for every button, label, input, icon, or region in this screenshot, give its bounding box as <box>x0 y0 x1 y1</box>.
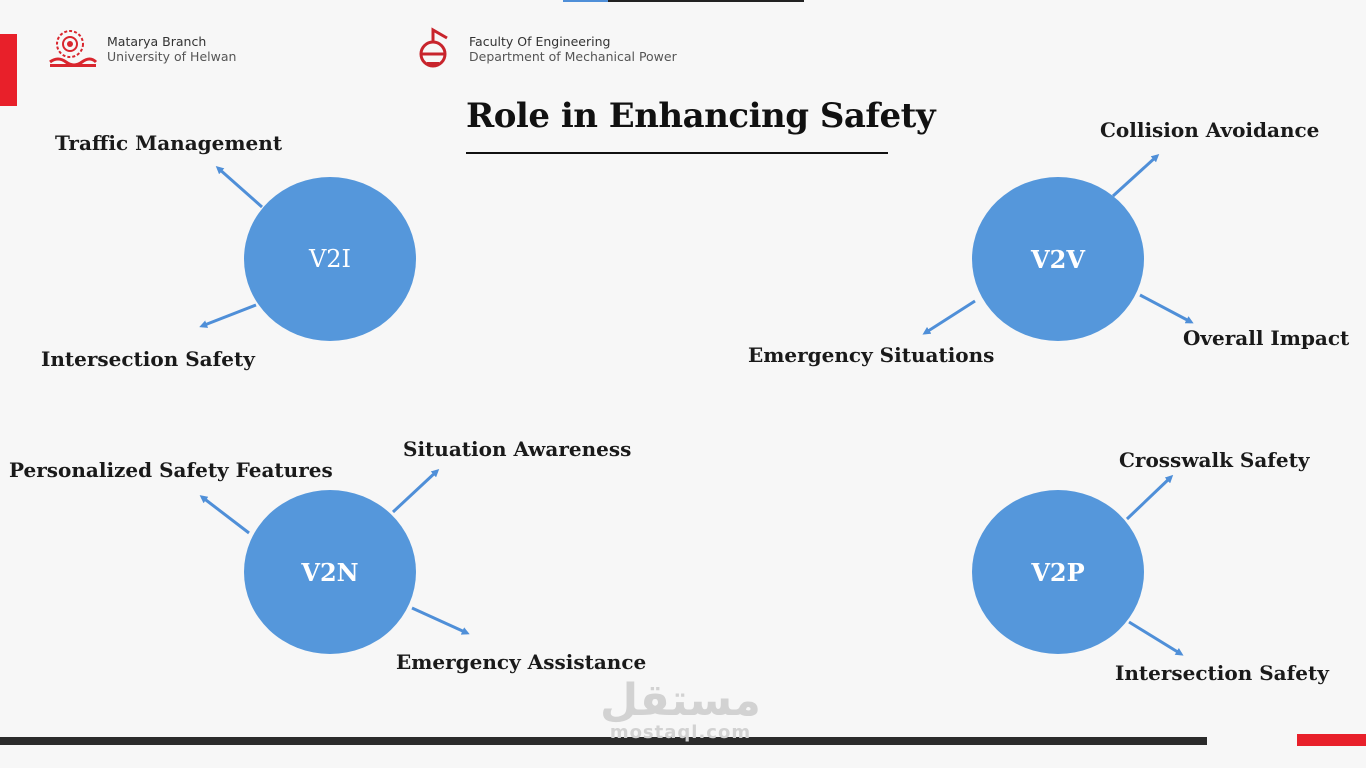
faculty-logo <box>413 26 457 74</box>
label-traffic-management: Traffic Management <box>55 131 283 155</box>
watermark-latin: mostaql.com <box>609 722 752 743</box>
arrow-v2v-overall <box>1139 293 1194 324</box>
label-personalized-safety: Personalized Safety Features <box>9 458 333 482</box>
node-v2i-label: V2I <box>308 245 352 273</box>
node-v2n-label: V2N <box>301 557 359 587</box>
page-title: Role in Enhancing Safety <box>466 96 936 136</box>
department-name: Department of Mechanical Power <box>469 49 677 64</box>
page-title-text: Role in Enhancing Safety <box>466 96 936 136</box>
arrow-v2p-intersection <box>1128 620 1184 656</box>
watermark-arabic: مستقل <box>600 675 761 726</box>
arrow-v2v-collision <box>1111 153 1160 198</box>
university-logo-text: Matarya Branch University of Helwan <box>107 34 236 64</box>
node-v2v: V2V <box>972 177 1144 341</box>
arrow-v2p-crosswalk <box>1125 474 1174 521</box>
arrow-v2i-traffic <box>215 166 263 209</box>
top-line <box>563 0 804 2</box>
gear-logo-icon <box>419 27 448 68</box>
node-v2i: V2I <box>244 177 416 341</box>
watermark: مستقل mostaql.com <box>600 678 761 742</box>
label-situation-awareness: Situation Awareness <box>403 437 632 461</box>
label-v2p-intersection-safety: Intersection Safety <box>1115 661 1329 685</box>
arrow-v2n-personalized <box>199 495 250 535</box>
faculty-name: Faculty Of Engineering <box>469 34 611 49</box>
label-crosswalk-safety: Crosswalk Safety <box>1119 448 1310 472</box>
red-side-tab <box>0 34 17 106</box>
arrow-v2n-emergency <box>411 606 470 635</box>
university-name: University of Helwan <box>107 49 237 64</box>
node-v2n: V2N <box>244 490 416 654</box>
label-overall-impact: Overall Impact <box>1183 326 1350 350</box>
arrow-v2v-emergency <box>922 299 976 335</box>
node-v2v-label: V2V <box>1031 244 1085 274</box>
label-emergency-situations: Emergency Situations <box>748 343 995 367</box>
title-underline <box>466 152 888 154</box>
university-seal-icon <box>49 30 98 67</box>
label-emergency-assistance: Emergency Assistance <box>396 650 647 674</box>
node-v2p-label: V2P <box>1031 557 1085 587</box>
bottom-bar <box>0 737 1207 745</box>
label-v2i-intersection-safety: Intersection Safety <box>41 347 255 371</box>
arrow-v2i-intersection <box>199 303 257 328</box>
faculty-logo-text: Faculty Of Engineering Department of Mec… <box>469 34 677 64</box>
label-collision-avoidance: Collision Avoidance <box>1100 118 1320 142</box>
branch-name: Matarya Branch <box>107 34 207 49</box>
node-v2p: V2P <box>972 490 1144 654</box>
arrow-v2n-awareness <box>391 468 440 514</box>
university-logo <box>44 26 100 76</box>
top-line-accent <box>563 0 608 2</box>
red-corner-tab <box>1297 734 1366 746</box>
